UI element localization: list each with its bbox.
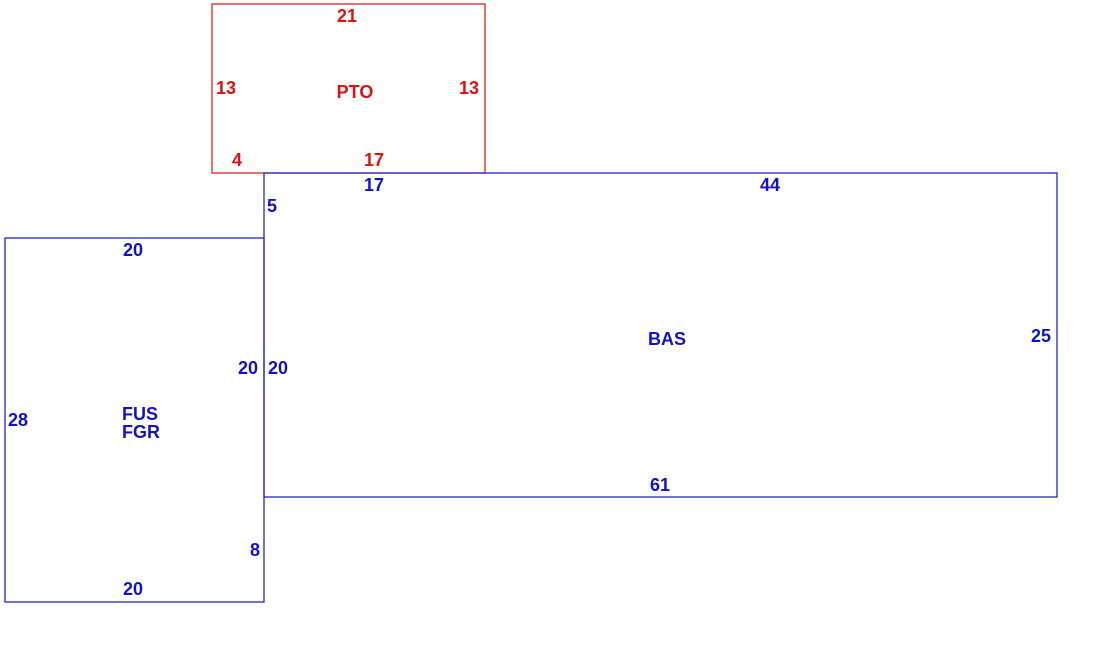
bas-dim-top-right: 44 (760, 175, 780, 195)
fus-area-label: FUS (122, 404, 158, 424)
bas-dim-left-lower: 20 (268, 358, 288, 378)
pto-dim-left: 13 (216, 78, 236, 98)
pto-area-label: PTO (337, 82, 374, 102)
pto-dim-top: 21 (337, 6, 357, 26)
fus-dim-right-lower: 8 (250, 540, 260, 560)
pto-dim-bottom-left: 4 (232, 150, 242, 170)
bas-dim-top-left: 17 (364, 175, 384, 195)
fus-dim-right-upper: 20 (238, 358, 258, 378)
fus-outline (4, 237, 265, 603)
bas-dim-bottom: 61 (650, 475, 670, 495)
bas-dim-right: 25 (1031, 326, 1051, 346)
fus-dim-top: 20 (123, 240, 143, 260)
fgr-area-label: FGR (122, 422, 160, 442)
fus-dim-bottom: 20 (123, 579, 143, 599)
bas-dim-left-upper: 5 (267, 196, 277, 216)
fus-dim-left: 28 (8, 410, 28, 430)
pto-dim-bottom-right: 17 (364, 150, 384, 170)
bas-area-label: BAS (648, 329, 686, 349)
pto-dim-right: 13 (459, 78, 479, 98)
